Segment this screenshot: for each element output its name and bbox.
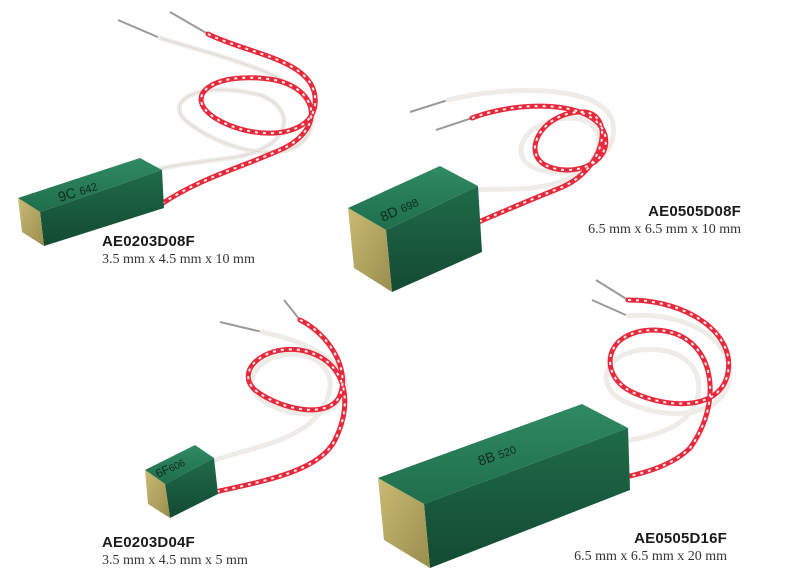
marking-4: 8B 520 <box>476 440 518 469</box>
wire-tip-4a <box>595 279 629 301</box>
dimensions: 3.5 mm x 4.5 mm x 10 mm <box>102 252 255 267</box>
sensor-ae0203d08f: 9C 642 <box>18 11 318 246</box>
sensor-ae0203d04f: 6F606 <box>145 299 348 518</box>
red-wire-3 <box>212 317 348 495</box>
caption-ae0505d16f: AE0505D16F 6.5 mm x 6.5 mm x 20 mm <box>574 530 727 566</box>
block-front-3 <box>165 458 218 518</box>
block-front-4 <box>424 428 630 568</box>
block-front-1 <box>40 170 164 246</box>
model-number: AE0505D08F <box>648 203 741 220</box>
block-top-3 <box>145 445 214 484</box>
wire-tip-1a <box>117 19 161 39</box>
wire-tip-2a <box>409 99 449 113</box>
wire-tip-3a <box>219 321 263 333</box>
caption-ae0505d08f: AE0505D08F 6.5 mm x 6.5 mm x 10 mm <box>588 203 741 239</box>
model-number: AE0203D08F <box>102 233 195 250</box>
sensor-ae0505d16f: 8B 520 <box>378 279 733 568</box>
block-front-2 <box>386 186 482 292</box>
wire-tip-3b <box>283 299 301 321</box>
white-wire-2 <box>445 88 616 193</box>
white-wire-1 <box>147 35 315 175</box>
block-top-1 <box>18 158 162 212</box>
dimensions: 6.5 mm x 6.5 mm x 10 mm <box>588 222 741 237</box>
wire-tip-4b <box>591 299 629 317</box>
block-end-3 <box>145 470 170 518</box>
sensor-ae0505d08f: 8D 698 <box>348 88 616 292</box>
dimensions: 3.5 mm x 4.5 mm x 5 mm <box>102 553 248 568</box>
block-end-2 <box>348 208 392 292</box>
block-end-1 <box>18 198 44 246</box>
model-number: AE0505D16F <box>634 530 727 547</box>
marking-1: 9C 642 <box>56 177 99 205</box>
block-top-2 <box>348 166 478 230</box>
caption-ae0203d08f: AE0203D08F 3.5 mm x 4.5 mm x 10 mm <box>102 233 255 269</box>
block-top-4 <box>378 404 628 504</box>
wire-tip-2b <box>435 117 473 131</box>
wire-tip-1b <box>169 11 209 35</box>
caption-ae0203d04f: AE0203D04F 3.5 mm x 4.5 mm x 5 mm <box>102 534 248 570</box>
model-number: AE0203D04F <box>102 534 195 551</box>
dimensions: 6.5 mm x 6.5 mm x 20 mm <box>574 549 727 564</box>
block-end-4 <box>378 478 430 568</box>
